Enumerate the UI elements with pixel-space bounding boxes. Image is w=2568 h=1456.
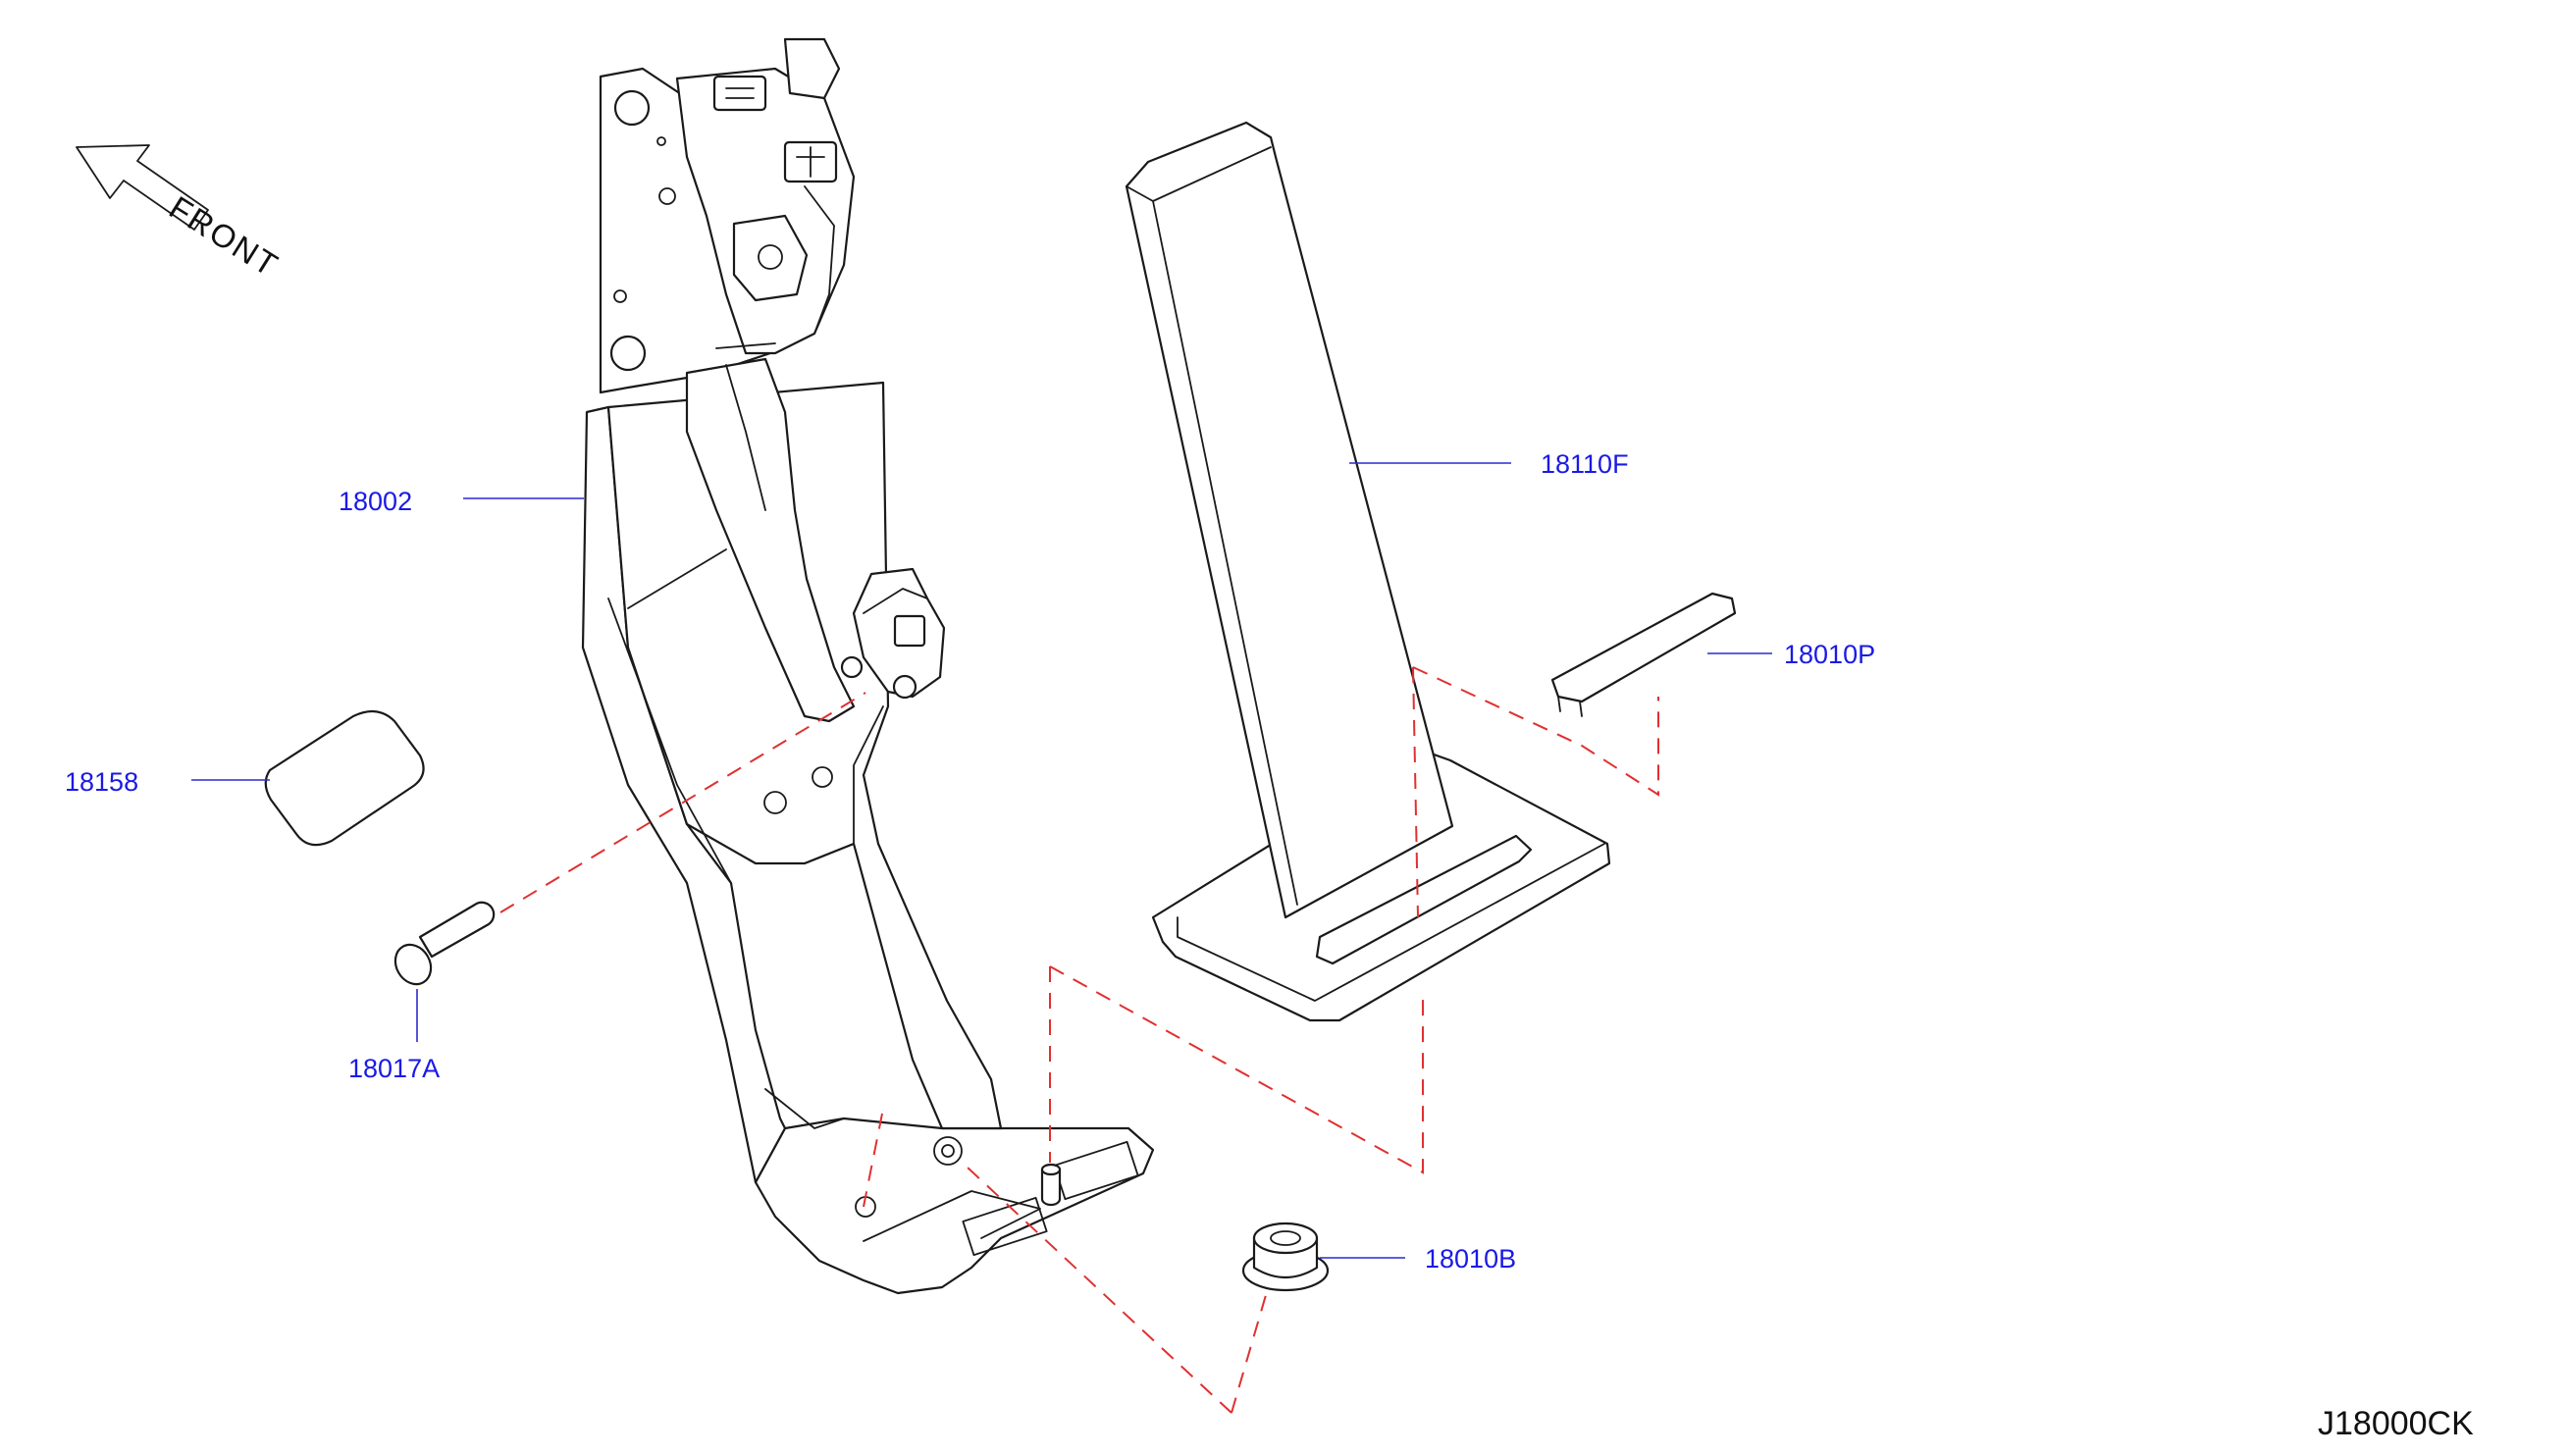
stopper-pad-18158 [264, 709, 425, 847]
callout-18010P: 18010P [1784, 640, 1875, 669]
grommet-nut-18010B [1241, 1222, 1330, 1292]
pedal-bracket-assembly-18002 [581, 37, 1155, 1295]
front-label: FRONT [163, 189, 285, 285]
callout-18002: 18002 [339, 487, 412, 516]
drawing-code: J18000CK [2318, 1405, 2474, 1442]
callout-18110F: 18110F [1541, 449, 1629, 479]
callout-18017A: 18017A [348, 1054, 440, 1083]
front-direction-arrow-icon [76, 144, 209, 231]
callout-leader-lines [191, 462, 1772, 1259]
assembly-guide-lines [499, 666, 1659, 1414]
clip-18010P [1550, 592, 1737, 717]
pedal-pad-18110F [1125, 121, 1611, 1022]
pin-18017A [393, 901, 496, 986]
callout-18158: 18158 [65, 767, 138, 797]
callout-18010B: 18010B [1425, 1244, 1516, 1274]
